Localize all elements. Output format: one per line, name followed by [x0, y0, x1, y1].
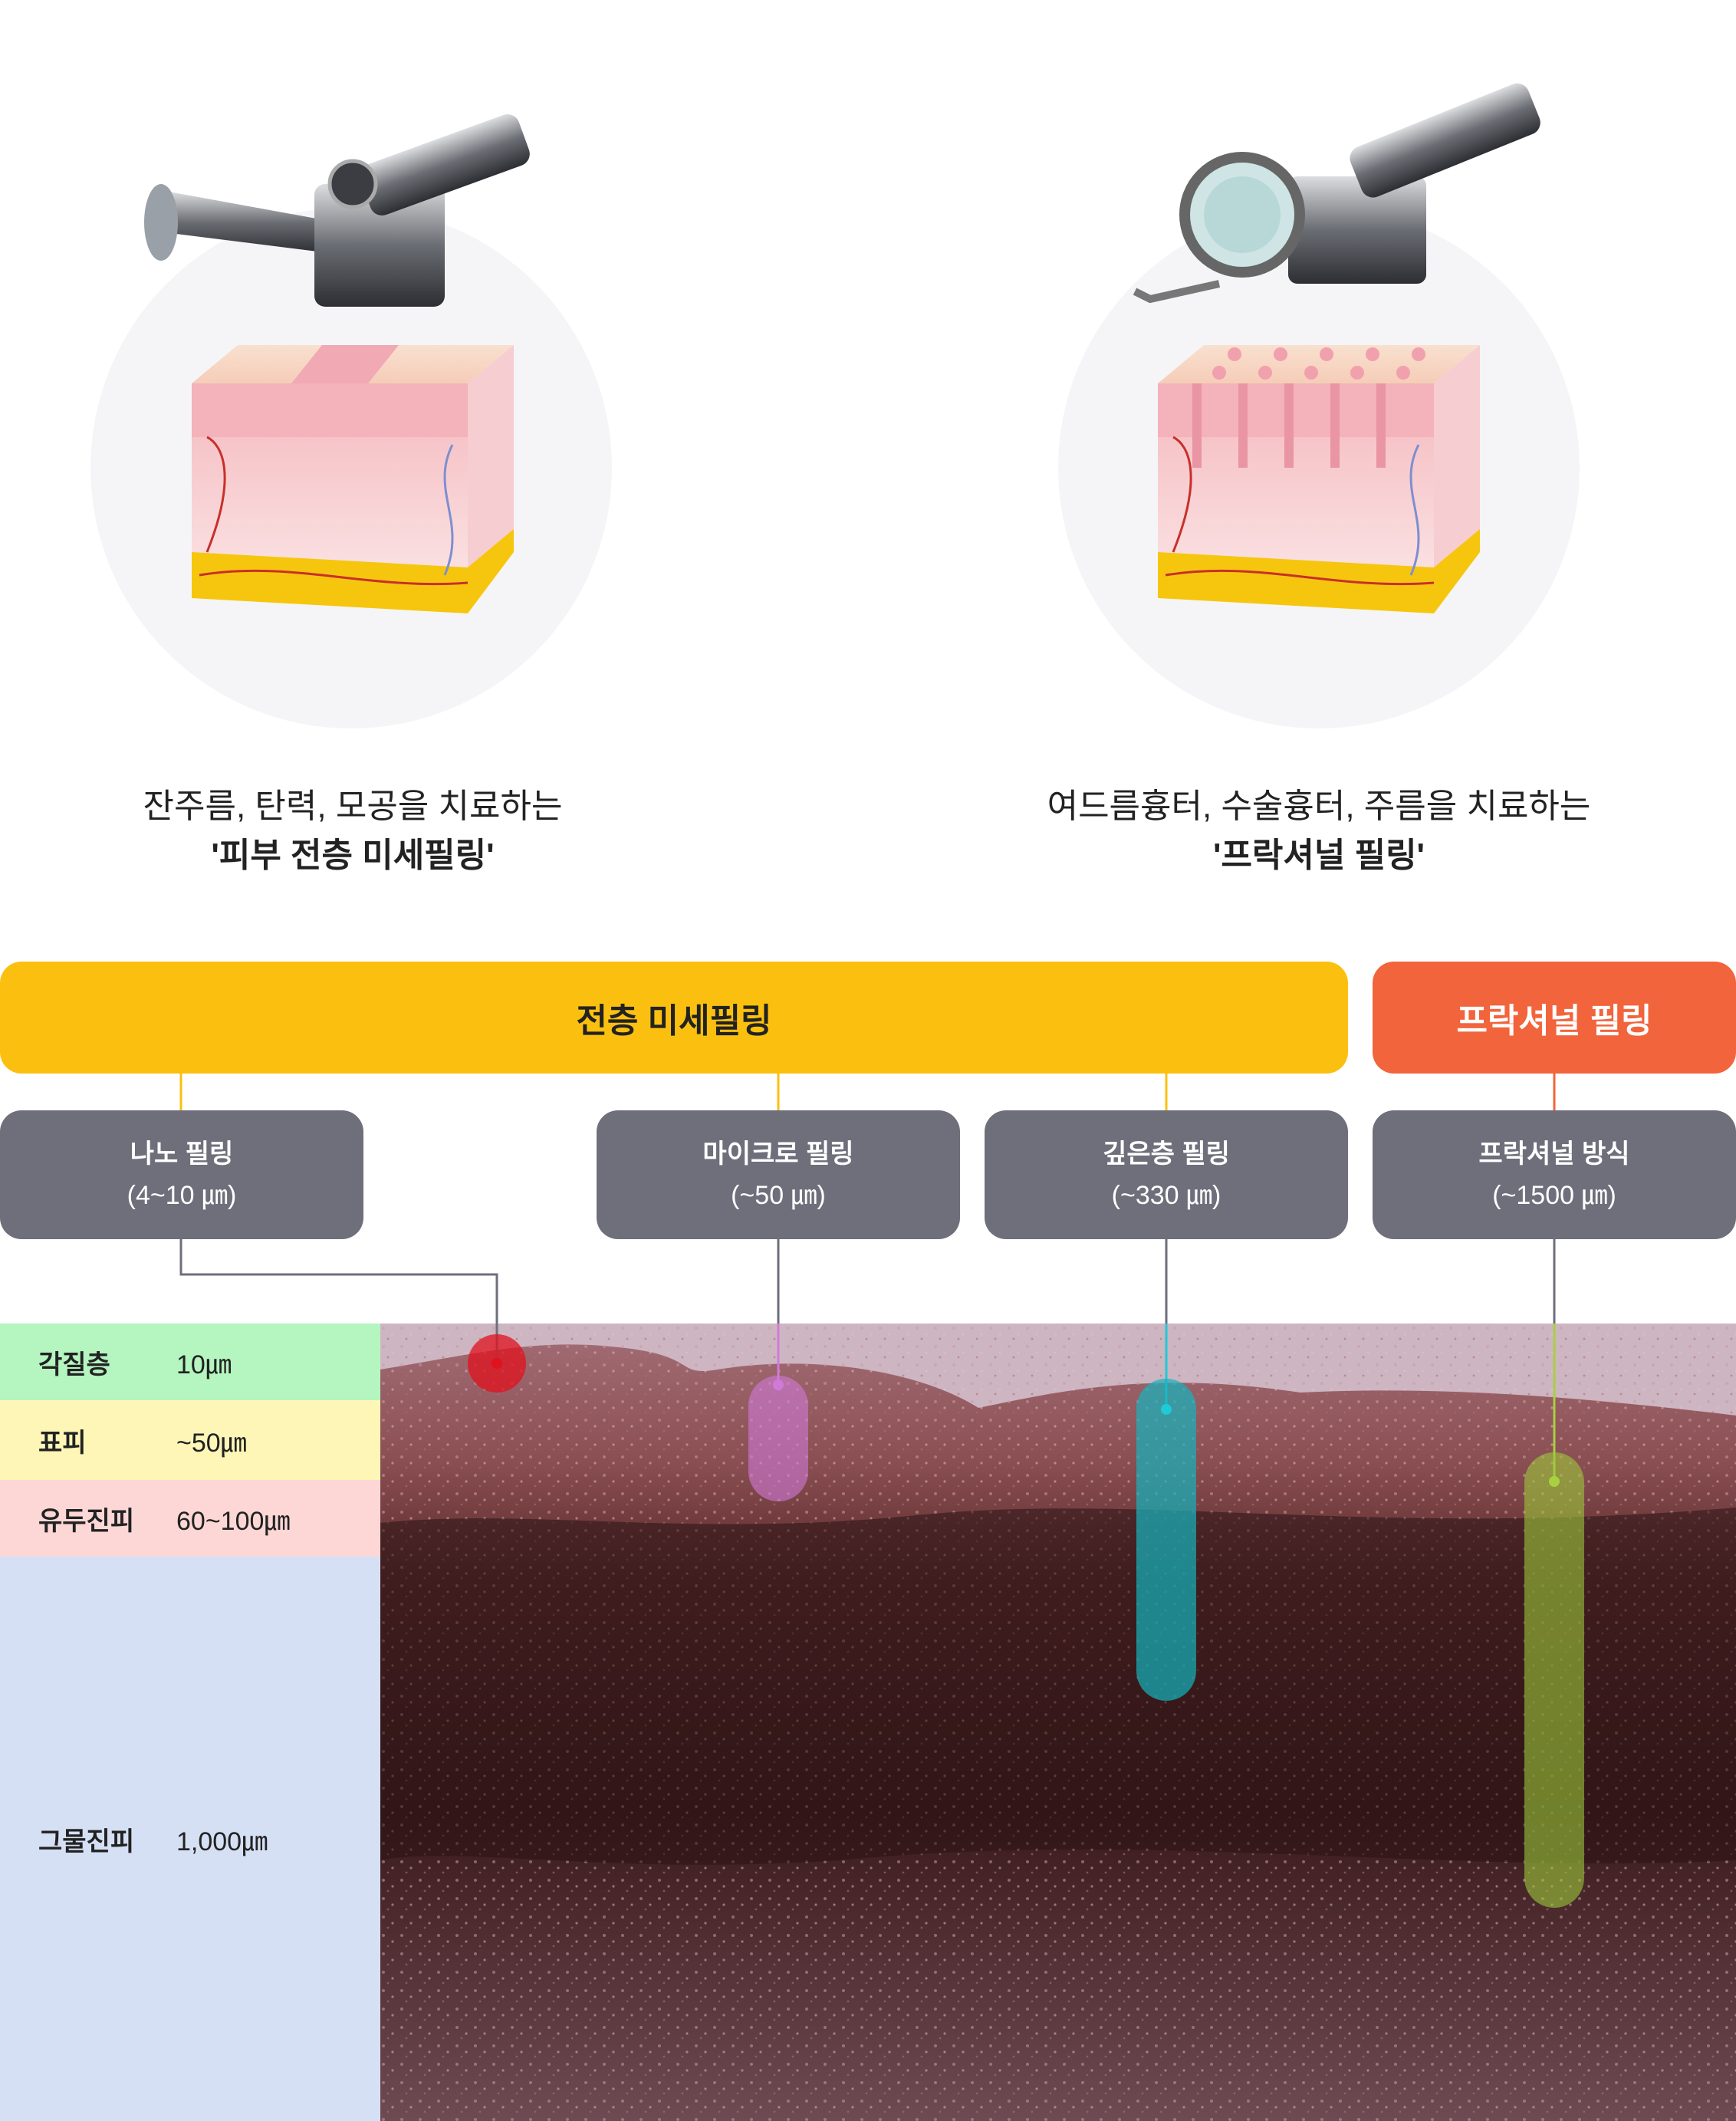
- layer-epidermis: 표피 ~50㎛: [0, 1400, 380, 1480]
- fractional-handpiece-icon: [1133, 83, 1540, 304]
- caption-fractional-peeling: 여드름흉터, 수술흉터, 주름을 치료하는 '프락셔널 필링': [974, 782, 1664, 880]
- method-name: 깊은층 필링: [1103, 1139, 1230, 1169]
- handpiece-icon: [144, 113, 530, 307]
- layer-depth: ~50㎛: [176, 1428, 247, 1458]
- caption-line: 잔주름, 탄력, 모공을 치료하는: [143, 788, 563, 825]
- skin-cross-section-image: [380, 1324, 1736, 2121]
- caption-title: '프락셔널 필링': [1212, 837, 1425, 874]
- method-depth: (4~10 ㎛): [127, 1181, 237, 1210]
- method-name: 프락셔널 방식: [1478, 1139, 1630, 1169]
- method-nano-peeling: 나노 필링 (4~10 ㎛): [0, 1110, 363, 1239]
- skin-block-icon: [192, 345, 514, 613]
- layer-stratum-corneum: 각질층 10㎛: [0, 1324, 380, 1400]
- layer-depth: 60~100㎛: [176, 1506, 291, 1536]
- layer-name: 각질층: [38, 1350, 110, 1379]
- category-label: 전층 미세필링: [576, 1002, 772, 1040]
- category-label: 프락셔널 필링: [1456, 1002, 1652, 1040]
- layer-name: 유두진피: [38, 1506, 135, 1536]
- connector-lines: [179, 1074, 1556, 1110]
- micro-marker: [748, 1376, 808, 1501]
- depth-markers: [179, 1239, 1584, 1908]
- method-name: 마이크로 필링: [702, 1139, 854, 1169]
- method-depth: (~50 ㎛): [731, 1181, 826, 1210]
- category-fractional-peeling: 프락셔널 필링: [1373, 962, 1736, 1074]
- caption-title: '피부 전층 미세필링': [211, 837, 495, 874]
- layer-papillary-dermis: 유두진피 60~100㎛: [0, 1480, 380, 1557]
- caption-full-peeling: 잔주름, 탄력, 모공을 치료하는 '피부 전층 미세필링': [8, 782, 698, 880]
- layer-name: 표피: [38, 1428, 87, 1458]
- layer-name: 그물진피: [38, 1827, 135, 1856]
- method-micro-peeling: 마이크로 필링 (~50 ㎛): [597, 1110, 960, 1239]
- caption-line: 여드름흉터, 수술흉터, 주름을 치료하는: [1047, 788, 1591, 825]
- skin-block-holes-icon: [1158, 345, 1480, 613]
- method-depth: (~1500 ㎛): [1492, 1181, 1616, 1210]
- deep-marker: [1136, 1379, 1196, 1701]
- method-fractional: 프락셔널 방식 (~1500 ㎛): [1373, 1110, 1736, 1239]
- layer-depth: 10㎛: [176, 1350, 232, 1379]
- layer-depth: 1,000㎛: [176, 1827, 268, 1856]
- fractional-marker: [1524, 1452, 1584, 1908]
- category-full-peeling: 전층 미세필링: [0, 962, 1348, 1074]
- method-name: 나노 필링: [130, 1139, 234, 1169]
- method-deep-peeling: 깊은층 필링 (~330 ㎛): [985, 1110, 1348, 1239]
- method-depth: (~330 ㎛): [1111, 1181, 1221, 1210]
- layer-reticular-dermis: 그물진피 1,000㎛: [0, 1557, 380, 2121]
